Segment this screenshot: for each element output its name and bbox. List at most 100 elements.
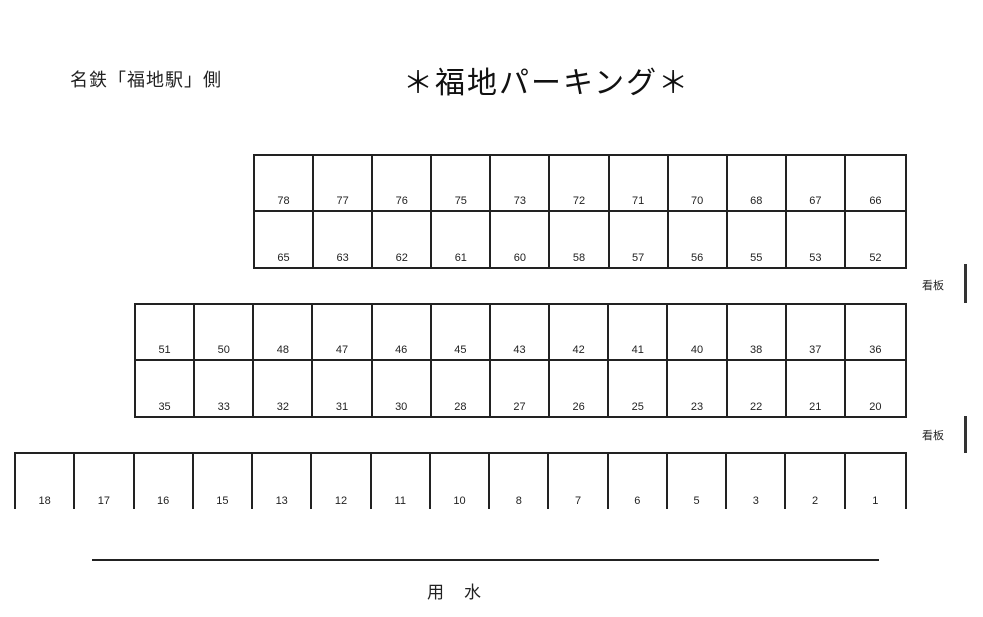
parking-stall: 68	[727, 156, 787, 212]
stall-number: 40	[690, 343, 704, 356]
stall-number: 68	[750, 194, 763, 207]
parking-stall: 55	[728, 211, 787, 267]
canal-label: 用水	[427, 583, 501, 603]
parking-stall: 1	[846, 454, 905, 509]
stall-number: 7	[574, 495, 582, 507]
parking-stall: 20	[846, 361, 905, 417]
parking-stall: 38	[727, 305, 787, 361]
stall-number: 70	[691, 194, 704, 207]
stall-number: 31	[335, 401, 349, 413]
stall-number: 63	[336, 252, 349, 264]
parking-stall: 70	[668, 156, 728, 212]
parking-stall: 40	[668, 305, 728, 361]
parking-stall: 52	[846, 212, 905, 268]
parking-stall: 25	[609, 360, 669, 416]
parking-stall: 57	[610, 211, 669, 267]
parking-stall: 56	[669, 211, 728, 267]
parking-stall: 46	[372, 305, 432, 361]
stall-number: 30	[395, 401, 408, 413]
stall-number: 36	[869, 343, 882, 356]
parking-stall: 16	[135, 454, 194, 509]
stall-number: 23	[690, 401, 704, 413]
stall-number: 20	[869, 401, 882, 413]
stall-number: 62	[395, 252, 408, 264]
parking-stall: 48	[254, 305, 314, 361]
stall-number: 16	[157, 495, 170, 507]
parking-stall: 32	[254, 360, 314, 416]
stall-number: 41	[631, 343, 644, 356]
stall-number: 76	[395, 194, 408, 207]
stall-number: 26	[572, 401, 585, 413]
parking-stall: 2	[786, 454, 846, 509]
parking-stall: 58	[550, 211, 610, 267]
parking-stall: 23	[668, 360, 728, 416]
stall-number: 78	[277, 194, 290, 207]
stall-number: 46	[395, 343, 408, 356]
parking-stall: 37	[786, 305, 846, 361]
stall-number: 12	[334, 495, 348, 507]
parking-stall: 77	[314, 156, 374, 212]
parking-stall: 71	[609, 156, 669, 212]
stall-number: 33	[217, 401, 230, 413]
stall-number: 15	[216, 495, 229, 507]
parking-stall: 7	[549, 454, 609, 509]
stall-number: 52	[869, 252, 882, 264]
parking-stall: 62	[373, 211, 433, 267]
stall-number: 61	[454, 252, 467, 264]
parking-stall: 42	[550, 305, 610, 361]
parking-stall: 47	[313, 305, 373, 361]
stall-number: 65	[277, 252, 290, 264]
stall-number: 77	[336, 194, 349, 207]
stall-number: 10	[453, 495, 466, 507]
signboard-bar	[964, 264, 967, 303]
stall-number: 6	[634, 495, 641, 507]
parking-stall: 61	[432, 211, 492, 267]
parking-stall: 8	[490, 454, 550, 509]
parking-stall: 65	[255, 211, 315, 267]
parking-stall: 27	[491, 360, 551, 416]
parking-stall: 73	[491, 156, 551, 212]
parking-stall: 31	[313, 360, 373, 416]
parking-stall: 17	[75, 454, 135, 509]
parking-stall: 50	[195, 305, 255, 361]
parking-stall: 43	[490, 305, 551, 361]
parking-stall: 63	[314, 211, 374, 267]
stall-number: 66	[869, 194, 882, 207]
stall-number: 48	[276, 343, 289, 356]
stall-number: 56	[691, 252, 704, 264]
stall-number: 45	[454, 343, 467, 356]
page-title: ＊福地パーキング＊	[403, 66, 691, 101]
parking-stall: 12	[312, 454, 372, 509]
parking-stall: 78	[255, 156, 315, 212]
parking-stall: 33	[195, 360, 255, 416]
station-side-label: 名鉄「福地駅」側	[70, 70, 222, 91]
parking-stall: 76	[373, 156, 433, 212]
stall-number: 75	[454, 194, 467, 207]
stall-number: 51	[158, 343, 171, 356]
stall-number: 43	[513, 343, 526, 356]
parking-stall: 26	[550, 360, 610, 416]
stall-number: 67	[809, 194, 822, 207]
stall-number: 60	[513, 252, 527, 264]
stall-number: 71	[631, 194, 645, 207]
parking-stall: 22	[728, 360, 787, 416]
parking-stall: 18	[16, 454, 76, 509]
stall-number: 8	[515, 495, 522, 507]
parking-stall: 21	[787, 360, 846, 416]
stall-number: 5	[693, 495, 700, 507]
canal-line	[92, 559, 879, 561]
parking-stall: 13	[253, 454, 313, 509]
parking-stall: 35	[136, 360, 196, 416]
parking-stall: 53	[787, 211, 846, 267]
parking-stall: 36	[845, 305, 905, 361]
stall-number: 32	[276, 401, 289, 413]
parking-stall: 30	[373, 360, 432, 416]
stall-number: 38	[749, 343, 763, 356]
stall-number: 17	[97, 495, 111, 507]
stall-number: 13	[275, 495, 288, 507]
parking-stall: 60	[491, 211, 551, 267]
stall-number: 53	[809, 252, 822, 264]
